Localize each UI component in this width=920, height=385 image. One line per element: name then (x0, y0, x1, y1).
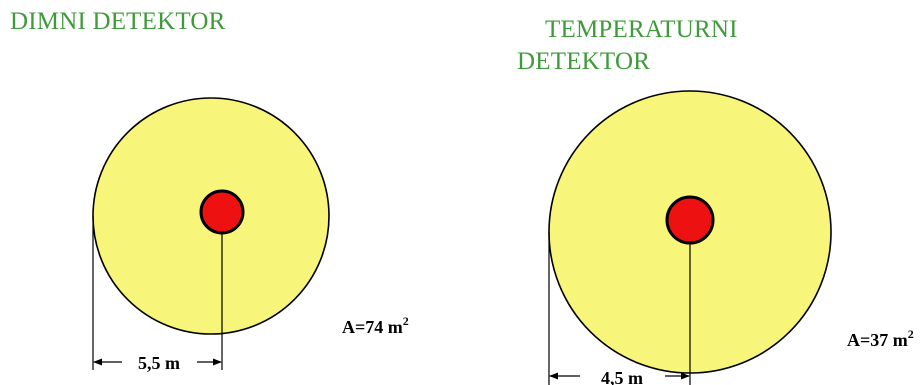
heat-detector-title-line1: TEMPERATURNI (545, 16, 738, 43)
smoke-radius-label: 5,5 m (138, 353, 180, 373)
smoke-area-label: A=74 m2 (342, 314, 409, 337)
smoke-detector-group: 5,5 m A=74 m2 (92, 97, 409, 373)
smoke-area-exponent: 2 (403, 314, 409, 328)
heat-detector-group: 4,5 m A=37 m2 (548, 90, 914, 385)
heat-area-exponent: 2 (908, 327, 914, 341)
heat-area-label: A=37 m2 (847, 327, 914, 350)
smoke-detector-title: DIMNI DETEKTOR (10, 8, 226, 35)
smoke-detector-head (199, 189, 245, 235)
smoke-area-value: A=74 m (342, 317, 403, 337)
heat-detector-title-line2: DETEKTOR (517, 48, 651, 75)
heat-radius-label: 4,5 m (601, 368, 643, 385)
heat-detector-head (665, 195, 715, 245)
heat-area-value: A=37 m (847, 330, 908, 350)
